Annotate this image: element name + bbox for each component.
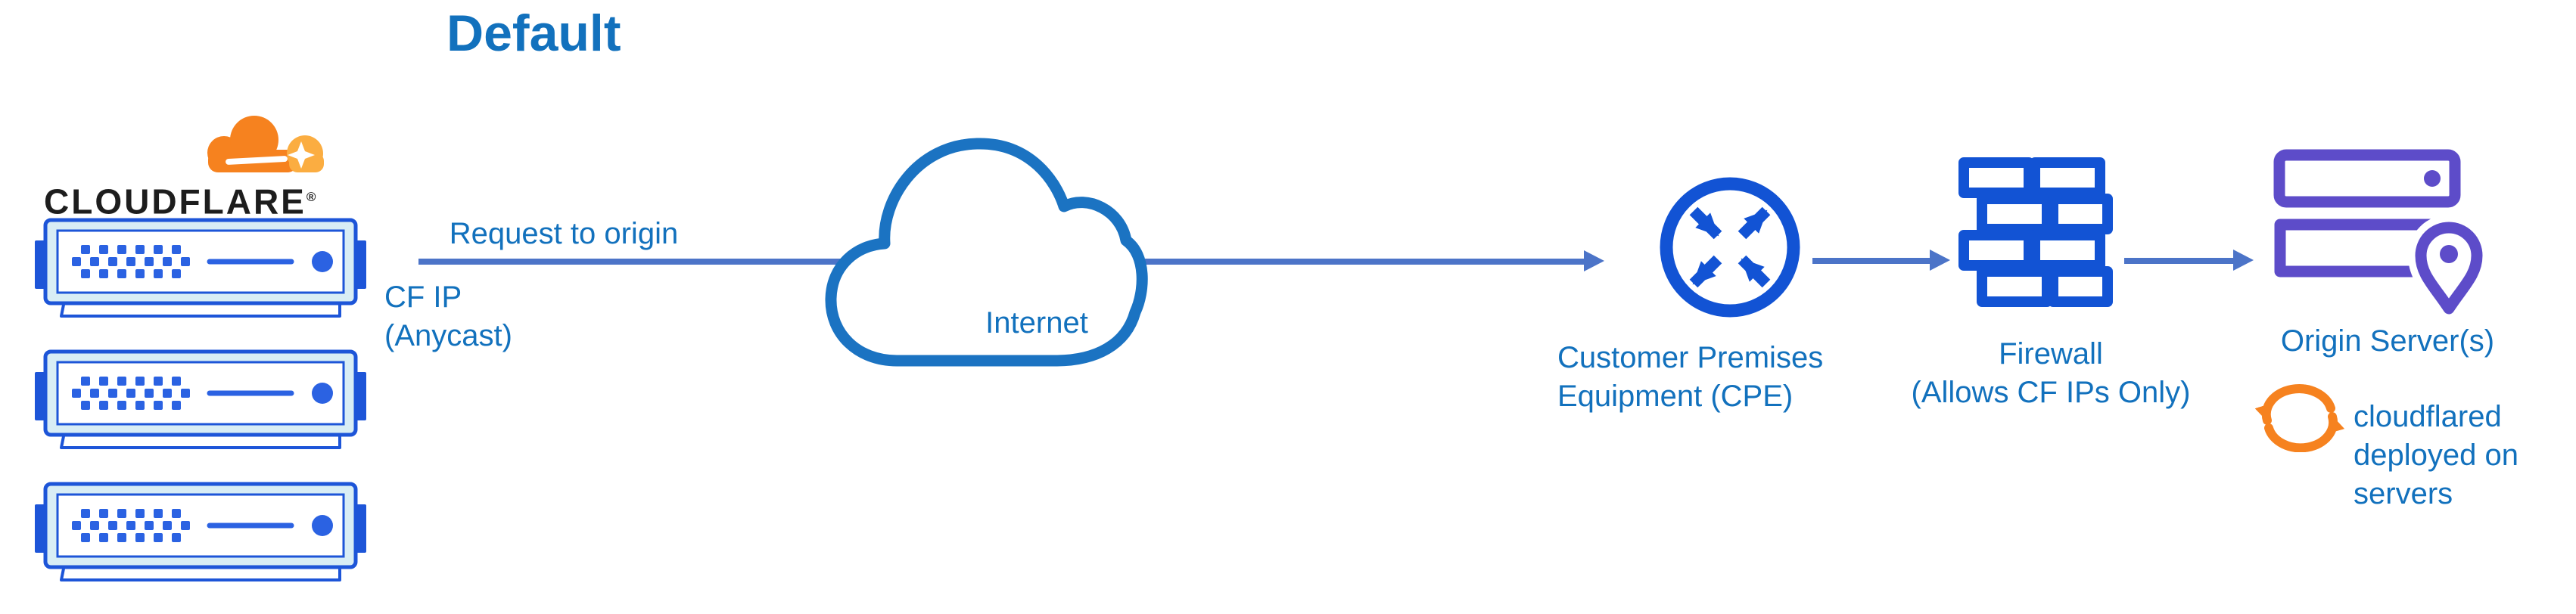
registered-mark: ®	[306, 190, 316, 204]
flare-sparkle-icon	[288, 141, 315, 169]
firewall-label: Firewall (Allows CF IPs Only)	[1911, 337, 2191, 409]
cloudflared-note-label: cloudflared deployed on servers	[2354, 400, 2518, 510]
edge-server-icon	[34, 218, 367, 320]
location-pin-icon	[2408, 215, 2490, 318]
internet-cloud-icon	[825, 138, 1148, 367]
sync-arrows-icon	[2255, 384, 2345, 452]
edge-server-icon	[34, 349, 367, 451]
arrow-cpe-to-firewall	[1812, 258, 1930, 264]
cpe-label: Customer Premises Equipment (CPE)	[1557, 341, 1824, 413]
page-title: Default	[446, 5, 621, 62]
firewall-brick-icon	[1958, 157, 2113, 307]
arrow-head-icon	[1930, 250, 1950, 271]
cloudflare-logo-icon	[207, 116, 324, 172]
cloudflare-wordmark: CLOUDFLARE®	[44, 181, 316, 222]
request-to-origin-label: Request to origin	[449, 217, 679, 250]
edge-server-icon	[34, 482, 367, 584]
arrow-head-icon	[1584, 250, 1604, 271]
internet-label: Internet	[985, 306, 1088, 340]
arrow-firewall-to-origin	[2124, 258, 2234, 264]
origin-servers-icon	[2273, 149, 2490, 318]
cpe-router-icon	[1660, 177, 1800, 318]
origin-servers-label: Origin Server(s)	[2280, 324, 2495, 358]
cf-ip-anycast-label: CF IP (Anycast)	[384, 281, 512, 352]
arrow-head-icon	[2233, 250, 2254, 271]
